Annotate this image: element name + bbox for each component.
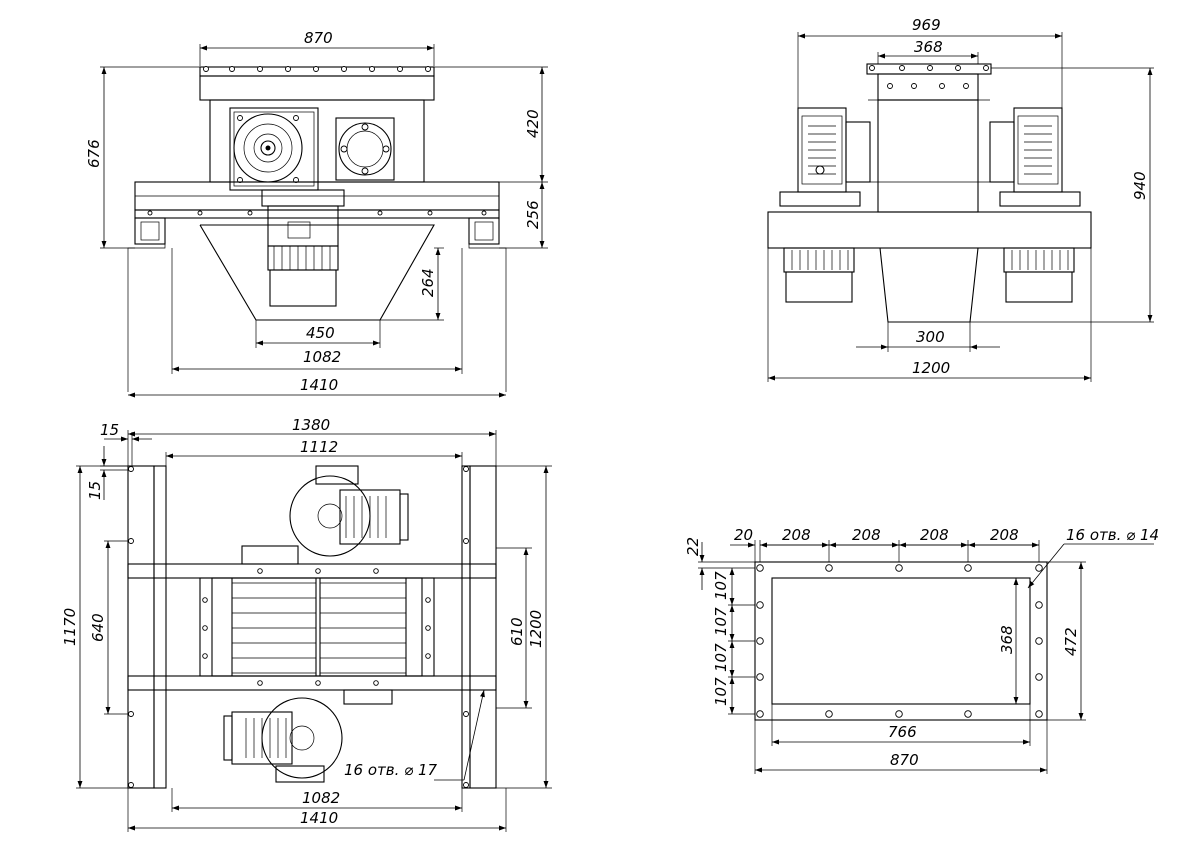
dim-flange-107-c: 107	[712, 643, 730, 672]
plan-hole-note: 16 отв. ⌀ 17	[344, 761, 437, 779]
side-view	[767, 63, 1092, 323]
dim-plan-1200: 1200	[527, 610, 545, 648]
dim-flange-766: 766	[888, 723, 917, 741]
dim-flange-107-d: 107	[712, 677, 730, 706]
dim-flange-107-b: 107	[712, 607, 730, 636]
dim-flange-208-c: 208	[920, 526, 949, 544]
flange-hole-note: 16 отв. ⌀ 14	[1066, 526, 1159, 544]
flange-view-dimensions: 20 208 208 208 208 22 107 107 107 107 36…	[684, 526, 1159, 774]
dim-flange-368: 368	[998, 625, 1016, 654]
plan-view-dimensions: 1380 1112 15 15 1170 640 610 1200 1	[61, 416, 552, 832]
dim-front-256: 256	[524, 200, 542, 229]
dim-side-1200: 1200	[912, 359, 950, 377]
dim-side-368: 368	[914, 38, 943, 56]
dim-side-940: 940	[1131, 171, 1149, 200]
dim-front-450: 450	[306, 324, 335, 342]
dim-side-969: 969	[912, 16, 941, 34]
flange-view	[754, 561, 1048, 721]
dim-flange-208-a: 208	[782, 526, 811, 544]
dim-front-1410: 1410	[300, 376, 338, 394]
dim-plan-1410: 1410	[300, 809, 338, 827]
dim-side-300: 300	[916, 328, 945, 346]
dim-flange-208-b: 208	[852, 526, 881, 544]
dim-flange-107-a: 107	[712, 571, 730, 600]
dim-front-264: 264	[419, 268, 437, 297]
plan-view	[127, 465, 497, 789]
dim-plan-1170: 1170	[61, 608, 79, 646]
side-view-dimensions: 969 368 940 300 1200	[767, 16, 1154, 382]
dim-plan-640: 640	[89, 613, 107, 642]
dim-flange-208-d: 208	[990, 526, 1019, 544]
dim-flange-870: 870	[890, 751, 919, 769]
dim-plan-1380: 1380	[292, 416, 330, 434]
dim-plan-15-y: 15	[86, 481, 104, 500]
dim-plan-610: 610	[508, 617, 526, 646]
front-view-dimensions: 870 676 420 256 264 450 1082 1410	[85, 29, 548, 398]
dim-plan-1082: 1082	[302, 789, 340, 807]
dim-front-676: 676	[85, 139, 103, 168]
dim-plan-1112: 1112	[300, 438, 338, 456]
dim-flange-472: 472	[1062, 627, 1080, 656]
dim-front-420: 420	[524, 109, 542, 138]
dim-front-1082: 1082	[303, 348, 341, 366]
dim-front-870: 870	[304, 29, 333, 47]
dim-flange-20: 20	[734, 526, 753, 544]
dim-flange-22: 22	[684, 537, 702, 556]
dim-plan-15-x: 15	[100, 421, 119, 439]
